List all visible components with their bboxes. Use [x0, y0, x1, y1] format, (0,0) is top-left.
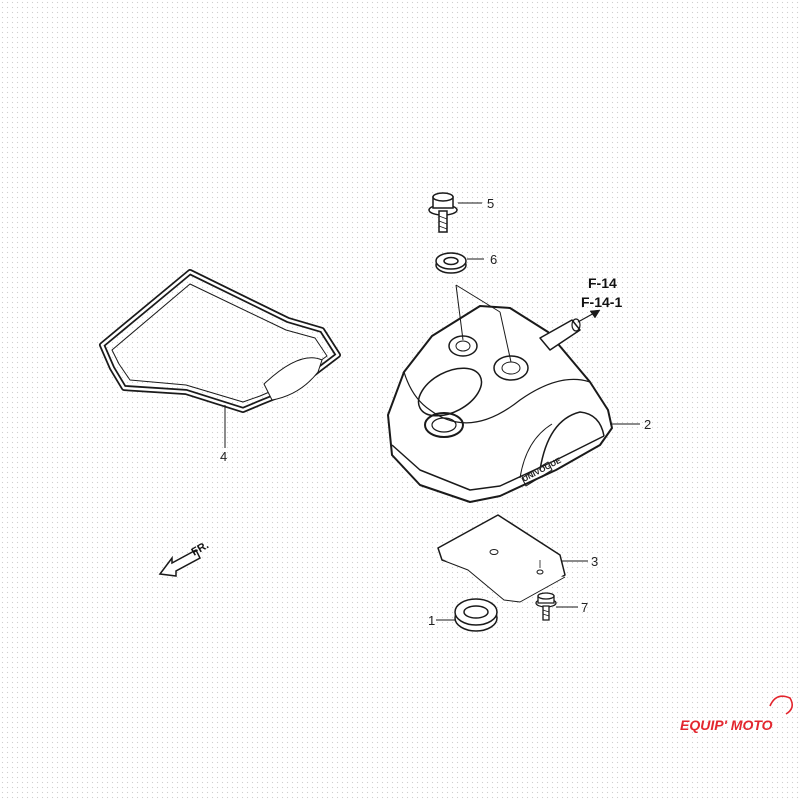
callout-7[interactable]: 7	[581, 600, 588, 615]
reference-label-f14-1: F-14-1	[581, 294, 622, 310]
seal-part-1	[454, 598, 498, 632]
assembly-leader-lines	[455, 284, 512, 363]
head-cover-part-2	[387, 305, 613, 503]
bolt-part-5	[428, 192, 458, 233]
equip-moto-watermark: EQUIP' MOTO	[680, 695, 794, 733]
callout-3[interactable]: 3	[591, 554, 598, 569]
bolt-part-7	[535, 592, 557, 621]
grommet-part-6	[435, 252, 467, 274]
callout-4[interactable]: 4	[220, 449, 227, 464]
front-direction-arrow	[158, 548, 201, 577]
callout-5[interactable]: 5	[487, 196, 494, 211]
gasket-part-4	[99, 269, 341, 413]
reference-arrow	[577, 309, 601, 323]
callout-6[interactable]: 6	[490, 252, 497, 267]
front-direction-label: FR.	[190, 539, 211, 558]
callout-1[interactable]: 1	[428, 613, 435, 628]
callout-2[interactable]: 2	[644, 417, 651, 432]
moto-logo-icon	[769, 695, 794, 715]
reference-label-f14: F-14	[588, 275, 617, 291]
bracket-part-3	[437, 514, 566, 603]
watermark-text: EQUIP' MOTO	[680, 717, 773, 733]
